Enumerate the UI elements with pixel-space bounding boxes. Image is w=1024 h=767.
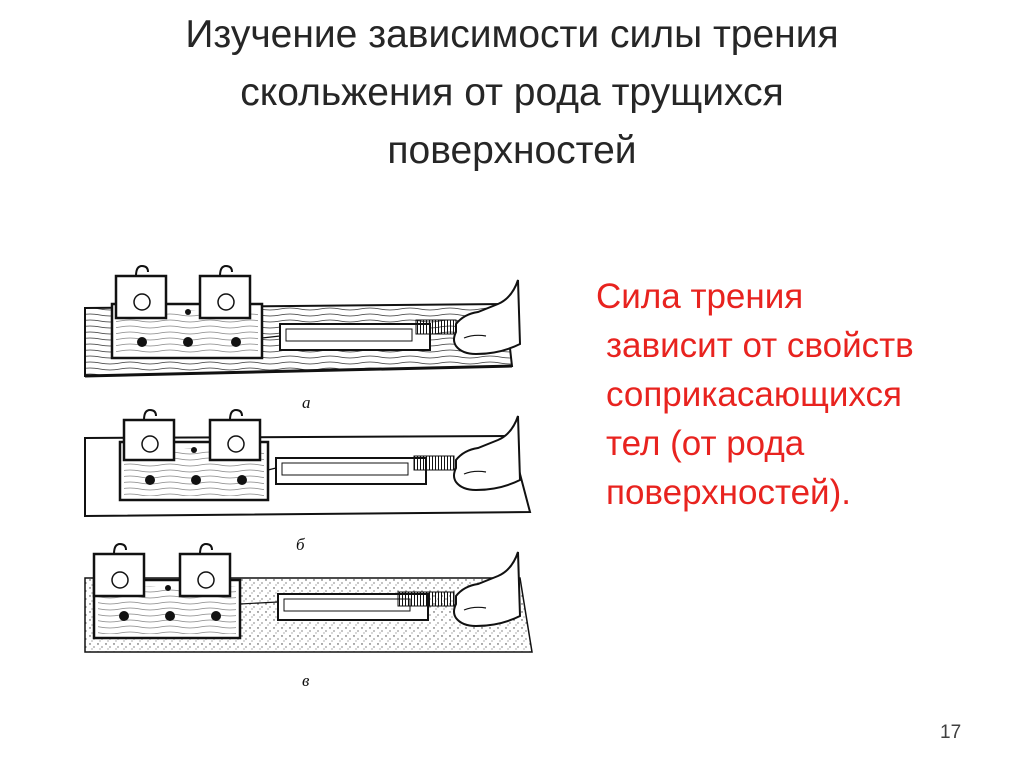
conclusion-line-1: Сила трения xyxy=(596,277,804,316)
friction-experiment-illustration: а б xyxy=(84,264,533,690)
weight-c-2 xyxy=(178,552,232,598)
title-line-1: Изучение зависимости силы трения xyxy=(185,13,839,56)
weight-a-2 xyxy=(198,274,252,320)
conclusion-line-4: тел (от рода xyxy=(606,424,805,463)
weight-a-1 xyxy=(114,274,168,320)
hand-b xyxy=(453,415,522,492)
slide-number: 17 xyxy=(940,722,962,743)
panel-c xyxy=(84,542,533,653)
dynamometer-a xyxy=(279,323,431,351)
conclusion-line-2: зависит от свойств xyxy=(606,326,914,365)
title-line-2: скольжения от рода трущихся xyxy=(240,71,784,114)
panel-b xyxy=(84,408,532,518)
hand-a xyxy=(453,279,522,356)
hand-c xyxy=(453,551,522,628)
weight-b-1 xyxy=(122,418,176,462)
conclusion-line-3: соприкасающихся xyxy=(606,375,902,414)
weight-c-1 xyxy=(92,552,146,598)
panel-label-c: в xyxy=(302,671,310,690)
panel-label-b: б xyxy=(296,535,305,554)
panel-label-a: а xyxy=(302,393,311,412)
dynamometer-b xyxy=(275,457,427,485)
panel-a xyxy=(84,264,522,378)
title-line-3: поверхностей xyxy=(387,129,637,172)
conclusion-line-5: поверхностей). xyxy=(606,473,851,512)
slide-title: Изучение зависимости силы трения скольже… xyxy=(60,6,964,180)
weight-b-2 xyxy=(208,418,262,462)
conclusion-text: Сила трения зависит от свойств соприкаса… xyxy=(596,272,996,517)
